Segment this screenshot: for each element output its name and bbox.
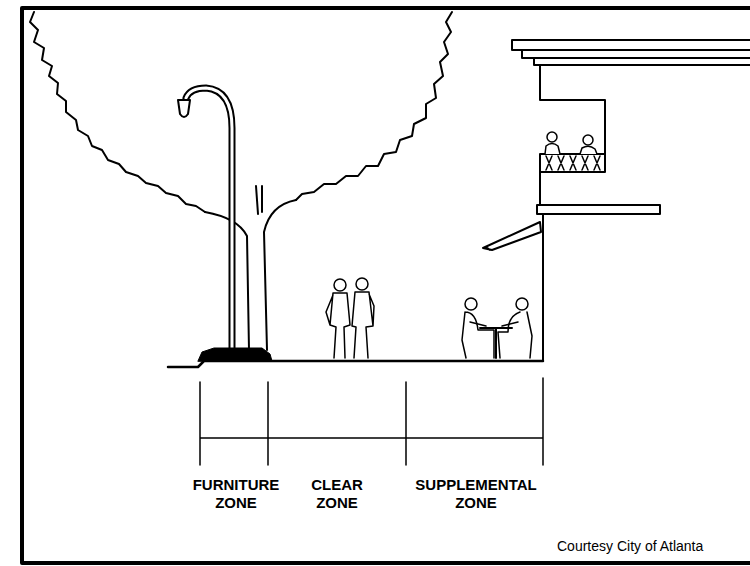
tree-trunk	[205, 186, 296, 350]
cornice	[512, 40, 750, 65]
lamp-post-inner	[186, 88, 232, 350]
balcony-railing	[540, 154, 605, 172]
ledge	[537, 205, 660, 214]
zone-label: SUPPLEMENTAL ZONE	[406, 476, 546, 512]
lamp-post	[186, 88, 232, 352]
sidewalk-surface	[168, 361, 543, 367]
frame	[22, 8, 750, 563]
lamp-head	[178, 100, 190, 117]
pedestrians	[326, 278, 374, 358]
planter-base	[198, 348, 272, 361]
awning	[483, 222, 541, 250]
tree-canopy	[30, 12, 452, 212]
zone-label: CLEAR ZONE	[305, 476, 369, 512]
balcony-people	[545, 132, 597, 154]
dimension-lines	[200, 378, 543, 465]
credit-note: Courtesy City of Atlanta	[557, 537, 703, 555]
railing-hatch	[546, 156, 600, 170]
cafe-seating	[462, 298, 532, 358]
zone-label: FURNITURE ZONE	[180, 476, 292, 512]
